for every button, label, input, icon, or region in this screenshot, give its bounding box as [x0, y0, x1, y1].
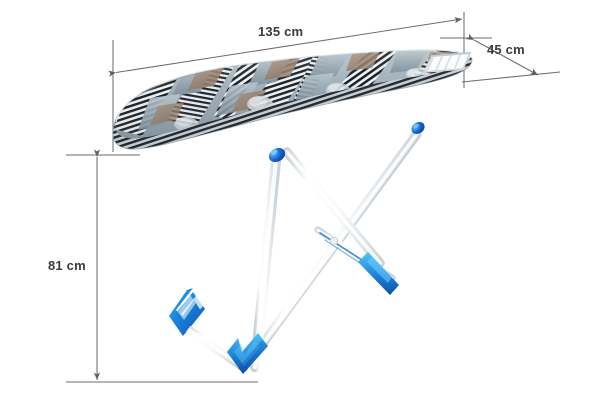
dimension-annotations [66, 12, 561, 383]
front-right-foot [227, 333, 268, 374]
rear-foot-tip [358, 252, 399, 295]
front-left-foot [169, 288, 201, 336]
dimension-line-width [465, 33, 539, 76]
height-adjust-knob [268, 148, 286, 162]
iron-rest-rack [422, 52, 472, 73]
dimension-line-length [108, 17, 463, 77]
rear-leg [245, 129, 422, 366]
dimension-label-length: 135 cm [258, 24, 304, 39]
front-leg [249, 147, 385, 373]
board-outline [112, 49, 473, 150]
brace-pivot [329, 236, 339, 246]
board-top-edge-highlight [115, 49, 471, 123]
rear-leg-board-clip [411, 121, 425, 135]
dimension-label-width: 45 cm [487, 42, 525, 57]
extension-line-width-lower [461, 71, 561, 83]
dimension-label-height: 81 cm [48, 258, 86, 273]
